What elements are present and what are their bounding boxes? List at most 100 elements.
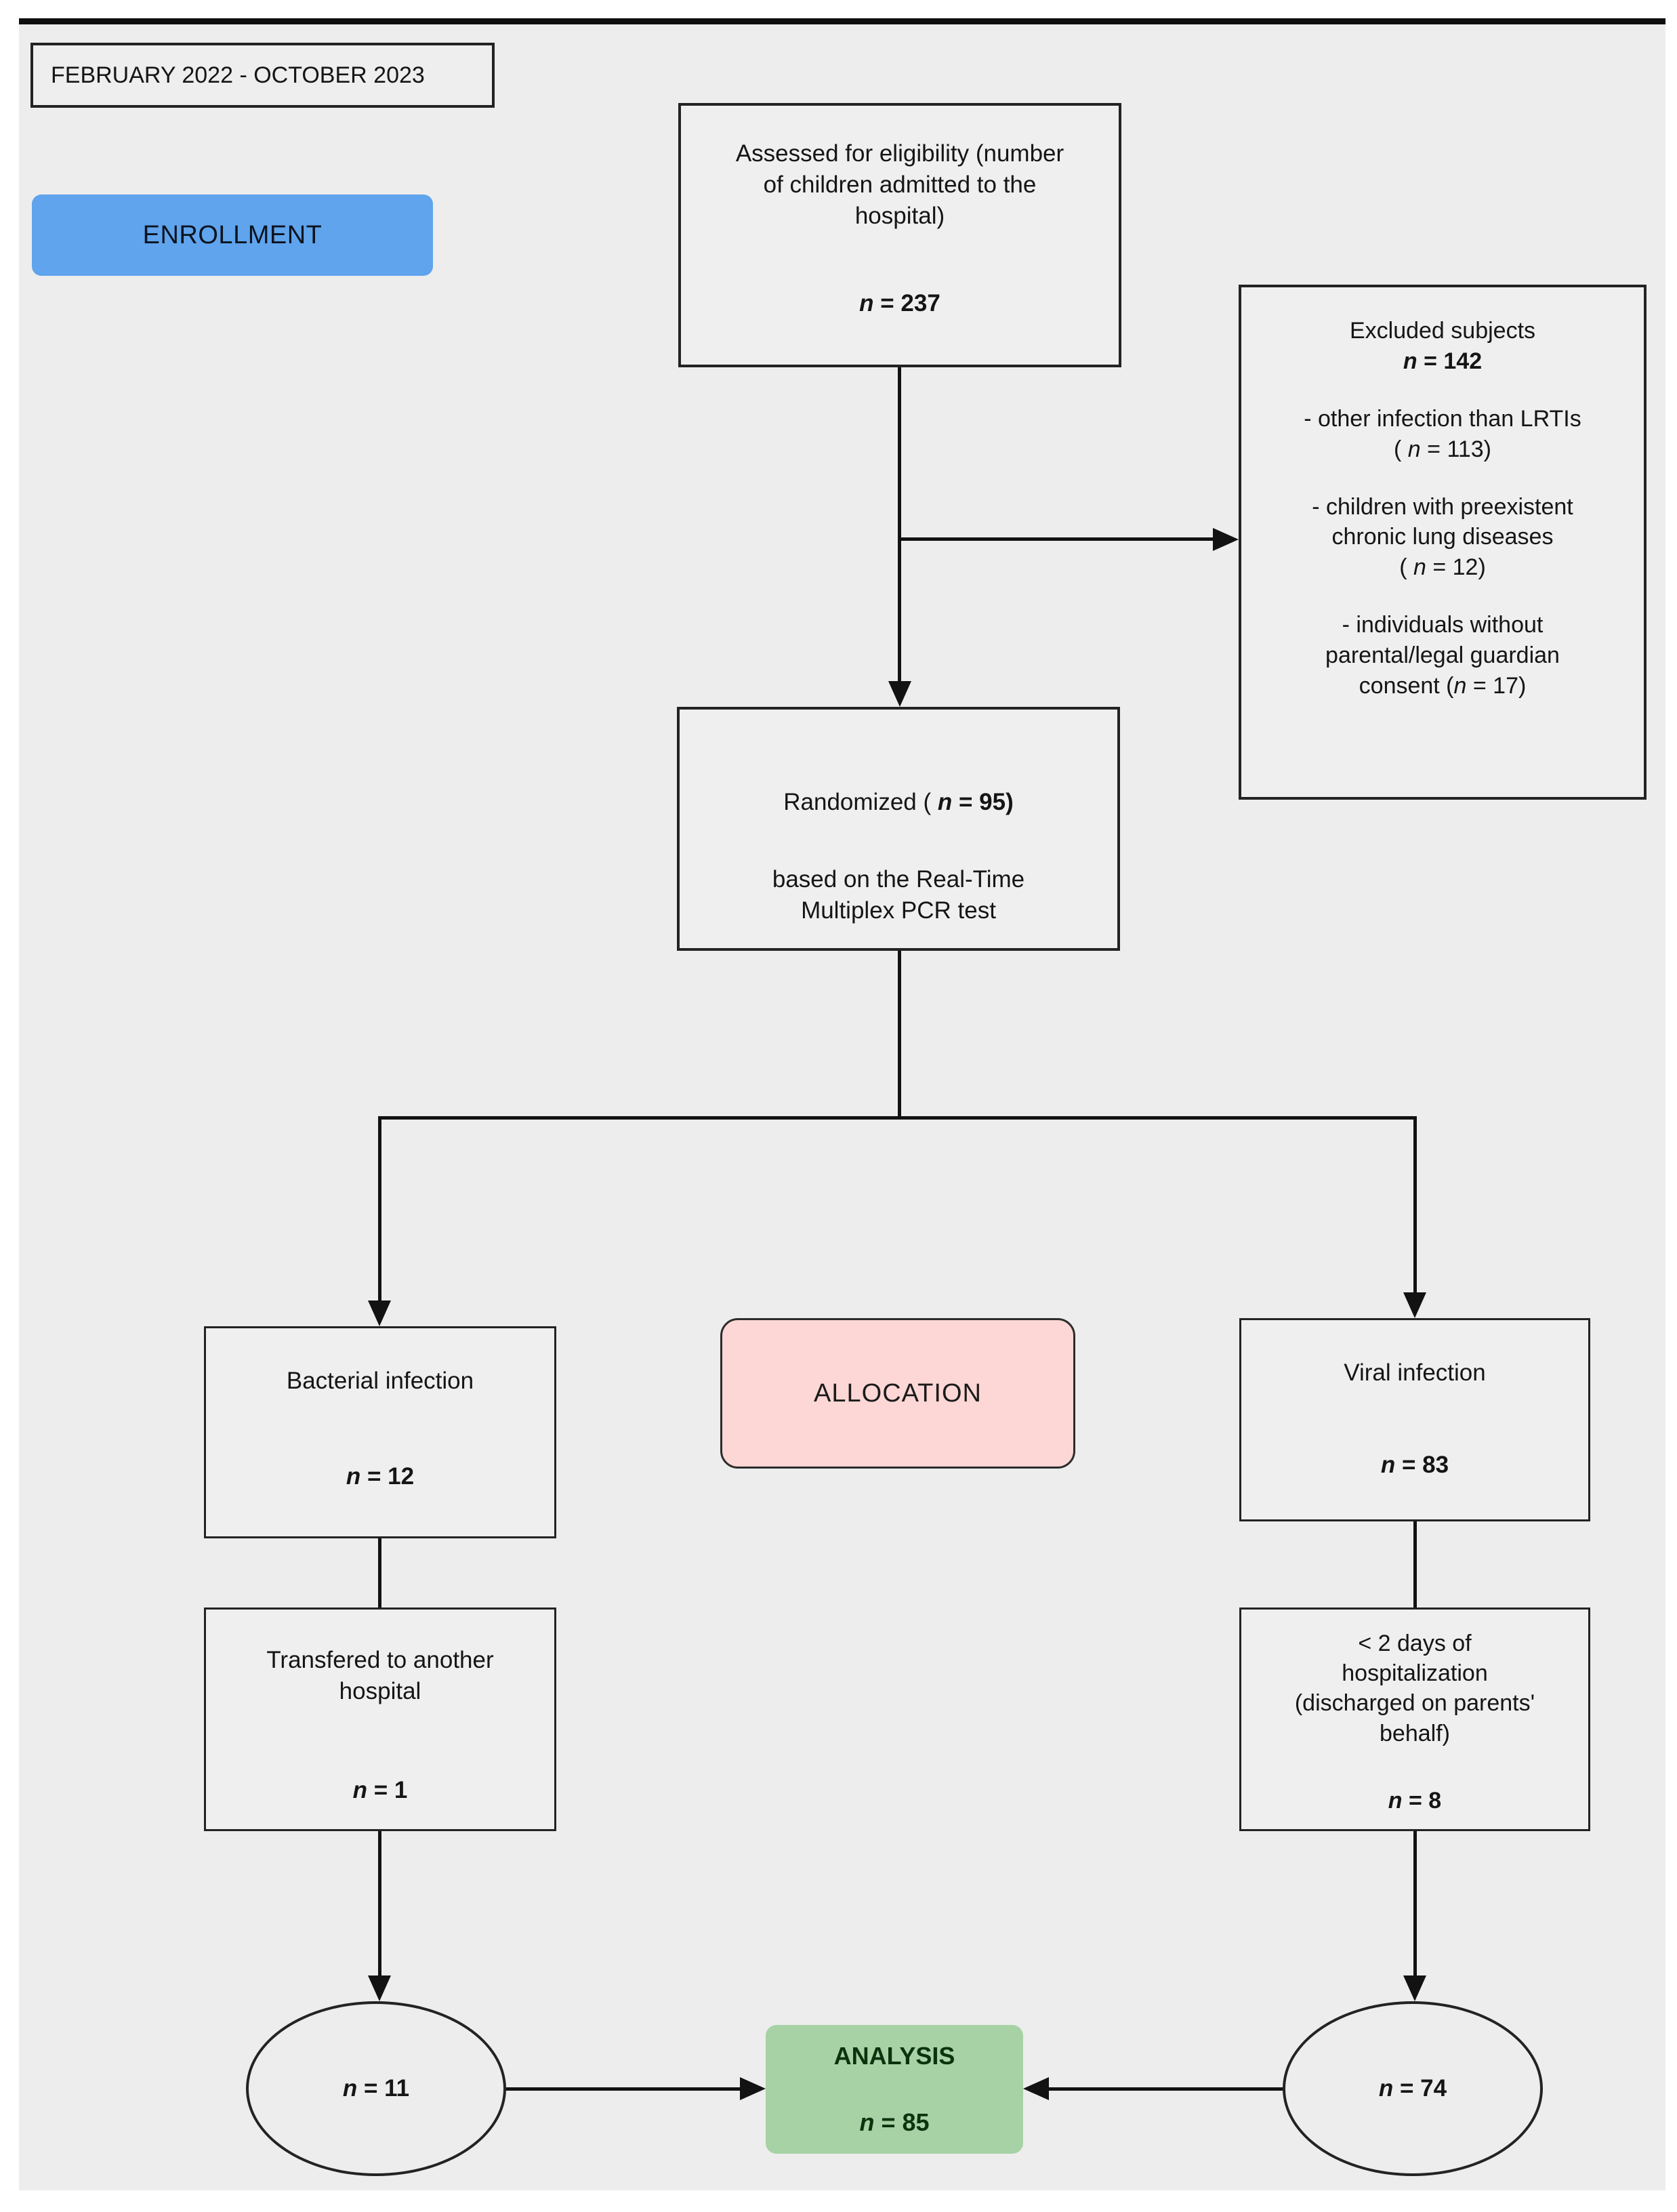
excluded-bullet-1-line-1: - other infection than LRTIs (1304, 405, 1581, 432)
short-stay-line-4: behalf) (1380, 1720, 1450, 1746)
randomized-line-2: Multiplex PCR test (801, 897, 996, 924)
n-symbol: n (342, 2074, 358, 2102)
connector-assessed-to-randomized (898, 367, 901, 682)
n-value: = 237 (873, 289, 940, 316)
viral-title: Viral infection (1344, 1359, 1486, 1386)
n-value: = 95) (952, 789, 1014, 815)
bacterial-box: Bacterial infection n = 12 (204, 1326, 556, 1538)
connector-left-ellipse-to-analysis (506, 2087, 740, 2091)
assessed-n-count: n = 237 (859, 288, 940, 319)
split-line (378, 1116, 1417, 1120)
connector-to-excluded (898, 537, 1213, 541)
excluded-bullet-2-line-1: - children with preexistent (1312, 493, 1573, 520)
n-value: = 12) (1426, 554, 1486, 581)
excluded-bullet-3-line-1: - individuals without (1342, 612, 1544, 638)
study-period-box: FEBRUARY 2022 - OCTOBER 2023 (30, 43, 495, 108)
assessed-line-1: Assessed for eligibility (number (735, 140, 1064, 167)
assessed-line-3: hospital) (854, 203, 945, 230)
connector-split-to-viral (1413, 1116, 1417, 1294)
transferred-box: Transfered to another hospital n = 1 (204, 1607, 556, 1831)
excluded-title: Excluded subjects (1349, 318, 1536, 344)
n-value: = 1 (367, 1777, 408, 1804)
n-value: = 74 (1393, 2074, 1447, 2102)
n-symbol: n (937, 789, 953, 815)
n-symbol: n (859, 2108, 875, 2136)
viral-n-count: n = 83 (1381, 1450, 1449, 1481)
connector-viral-to-short-stay (1413, 1521, 1417, 1607)
n-value: = 11 (357, 2074, 410, 2102)
n-symbol: n (1388, 1787, 1403, 1814)
arrowhead-into-randomized (888, 681, 911, 707)
analyzed-left-n-count: n = 11 (343, 2073, 409, 2104)
connector-right-ellipse-to-analysis (1049, 2087, 1283, 2091)
n-value: = 142 (1417, 348, 1483, 374)
analysis-stage-label: ANALYSIS (833, 2042, 955, 2070)
connector-transferred-to-left-ellipse (378, 1831, 381, 1976)
n-symbol: n (859, 289, 874, 316)
bacterial-n-count: n = 12 (346, 1461, 414, 1492)
n-prefix: consent ( (1359, 672, 1454, 699)
n-value: = 83 (1395, 1452, 1449, 1479)
analysis-stage-badge: ANALYSIS n = 85 (766, 2025, 1023, 2154)
n-prefix: ( (1394, 436, 1408, 462)
viral-box: Viral infection n = 83 (1239, 1318, 1590, 1521)
short-stay-line-3: (discharged on parents' (1294, 1690, 1535, 1717)
allocation-stage-badge: ALLOCATION (720, 1318, 1075, 1469)
short-stay-box: < 2 days of hospitalization (discharged … (1239, 1607, 1590, 1831)
analyzed-right-n-count: n = 74 (1379, 2073, 1447, 2104)
n-prefix: ( (1399, 554, 1413, 581)
arrowhead-into-excluded (1213, 528, 1239, 551)
n-symbol: n (1407, 436, 1421, 462)
excluded-bullet-1: - other infection than LRTIs ( n = 113) (1304, 404, 1581, 465)
connector-short-stay-to-right-ellipse (1413, 1831, 1417, 1976)
n-symbol: n (1413, 554, 1426, 581)
short-stay-line-1: < 2 days of (1358, 1631, 1472, 1656)
enrollment-stage-badge: ENROLLMENT (32, 194, 433, 276)
transferred-line-2: hospital (339, 1678, 421, 1705)
n-symbol: n (346, 1463, 361, 1490)
randomized-headline: Randomized ( n = 95) (783, 787, 1013, 818)
n-value: = 113) (1420, 436, 1491, 462)
arrowhead-into-analysis-left (740, 2077, 766, 2100)
assessed-box: Assessed for eligibility (number of chil… (678, 103, 1121, 367)
top-border-line (19, 18, 1665, 24)
transferred-line-1: Transfered to another (266, 1647, 494, 1673)
connector-split-to-bacterial (378, 1116, 381, 1303)
excluded-n-count: n = 142 (1403, 346, 1482, 377)
arrowhead-into-left-ellipse (368, 1975, 391, 2001)
n-value: = 85 (874, 2108, 930, 2136)
excluded-bullet-2-n: ( n = 12) (1312, 552, 1573, 583)
randomized-prefix: Randomized ( (783, 789, 938, 815)
arrowhead-into-analysis-right (1023, 2077, 1049, 2100)
connector-bacterial-to-transferred (378, 1538, 381, 1607)
arrowhead-into-right-ellipse (1403, 1975, 1426, 2001)
bacterial-title: Bacterial infection (286, 1368, 474, 1394)
excluded-bullet-2: - children with preexistent chronic lung… (1312, 492, 1573, 583)
transferred-n-count: n = 1 (353, 1775, 408, 1806)
analysis-n-count: n = 85 (859, 2106, 929, 2139)
excluded-bullet-3-line-2: parental/legal guardian (1325, 642, 1560, 668)
connector-randomized-to-split (898, 951, 901, 1120)
short-stay-n-count: n = 8 (1388, 1786, 1441, 1816)
analyzed-left-ellipse: n = 11 (246, 2001, 506, 2176)
n-symbol: n (1403, 348, 1417, 374)
excluded-bullet-3: - individuals without parental/legal gua… (1325, 610, 1560, 701)
n-symbol: n (352, 1777, 368, 1804)
randomized-line-1: based on the Real-Time (772, 866, 1025, 893)
assessed-line-2: of children admitted to the (763, 171, 1037, 199)
excluded-bullet-1-n: ( n = 113) (1304, 434, 1581, 465)
arrowhead-into-bacterial (368, 1300, 391, 1326)
analyzed-right-ellipse: n = 74 (1283, 2001, 1543, 2176)
study-period-label: FEBRUARY 2022 - OCTOBER 2023 (51, 62, 425, 88)
n-value: = 17) (1466, 672, 1527, 699)
excluded-bullet-2-line-2: chronic lung diseases (1331, 524, 1554, 550)
excluded-bullet-3-n: consent (n = 17) (1325, 671, 1560, 701)
n-value: = 8 (1402, 1787, 1442, 1814)
allocation-stage-label: ALLOCATION (814, 1378, 982, 1408)
n-value: = 12 (360, 1463, 415, 1490)
n-symbol: n (1453, 672, 1467, 699)
enrollment-stage-label: ENROLLMENT (142, 220, 323, 249)
short-stay-line-2: hospitalization (1342, 1660, 1488, 1687)
n-symbol: n (1378, 2074, 1394, 2102)
